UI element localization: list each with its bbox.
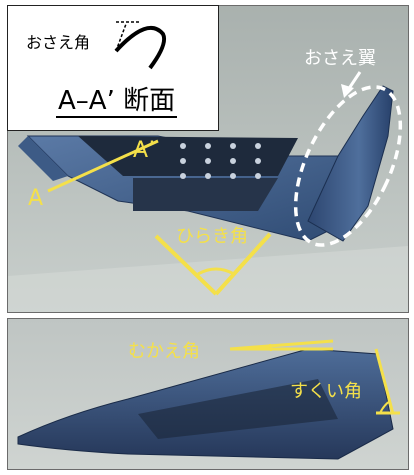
section-line-a bbox=[47, 139, 159, 193]
bottom-photo-panel: むかえ角 すくい角 bbox=[7, 318, 409, 470]
scoop-angle-line-1 bbox=[374, 348, 395, 415]
left-tip bbox=[18, 136, 68, 181]
bottom-photo-scene bbox=[8, 319, 408, 469]
mount-plate bbox=[133, 178, 278, 211]
section-callout: おさえ角 A–A’ 断面 bbox=[7, 5, 219, 131]
label-a-prime: A’ bbox=[133, 138, 156, 163]
opening-angle-arc bbox=[197, 267, 235, 276]
opening-angle-right-line bbox=[214, 232, 272, 296]
lead-angle-arc bbox=[269, 343, 272, 352]
section-profile-curve bbox=[114, 25, 167, 70]
section-profile-diagram bbox=[114, 21, 167, 70]
bolt-plate bbox=[78, 136, 298, 176]
opening-angle-left-line bbox=[154, 234, 218, 296]
scoop-angle-arc bbox=[379, 400, 391, 414]
wing-label: おさえ翼 bbox=[304, 48, 376, 69]
wing-highlight-ellipse bbox=[293, 85, 403, 247]
scoop-angle-label: すくい角 bbox=[290, 381, 362, 402]
table-surface bbox=[8, 246, 408, 312]
bolt-holes bbox=[180, 143, 261, 179]
callout-section-title: A–A’ 断面 bbox=[56, 86, 178, 118]
wing-blade bbox=[307, 85, 394, 242]
callout-angle-label: おさえ角 bbox=[26, 33, 91, 52]
label-a: A bbox=[28, 186, 44, 211]
lead-angle-label: むかえ角 bbox=[128, 341, 200, 362]
opening-angle-label: ひらき角 bbox=[176, 226, 248, 247]
wing-arrow-head bbox=[341, 84, 354, 98]
blade-side-shadow bbox=[138, 379, 338, 439]
